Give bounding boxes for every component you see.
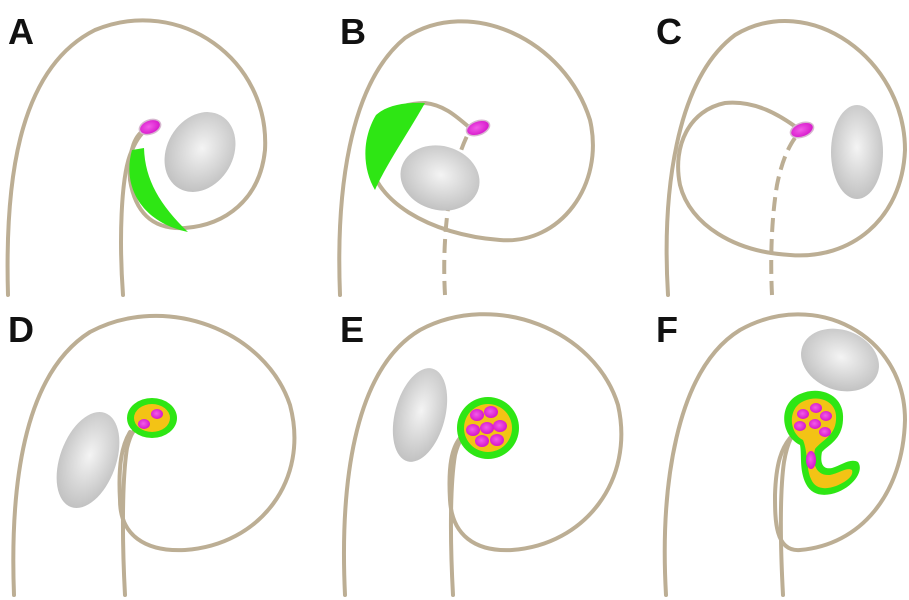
magenta-nucleus: [490, 434, 504, 446]
stalk-outline: [123, 432, 133, 595]
magenta-nucleus: [475, 435, 489, 447]
magenta-nucleus: [493, 420, 507, 432]
gray-ovule: [831, 105, 883, 199]
magenta-nucleus: [797, 409, 809, 419]
panel-e: [344, 314, 621, 595]
stalk-dashed: [771, 132, 800, 295]
body-with-tube: [784, 391, 860, 495]
magenta-nucleus: [820, 411, 832, 421]
magenta-nucleus: [464, 117, 491, 138]
gray-ovule: [792, 318, 888, 402]
round-body: [457, 397, 519, 459]
magenta-nucleus: [466, 424, 480, 436]
magenta-nucleus: [806, 451, 816, 469]
gray-ovule: [393, 137, 487, 220]
panel-f: [665, 314, 905, 595]
panel-label-e: E: [340, 312, 364, 348]
round-body: [127, 398, 177, 438]
stalk-outline: [781, 438, 791, 595]
magenta-nucleus: [794, 421, 806, 431]
magenta-nucleus: [484, 406, 498, 418]
magenta-nucleus: [809, 419, 821, 429]
panel-a: [8, 20, 266, 295]
stalk-outline: [451, 438, 462, 595]
magenta-nucleus: [138, 419, 150, 429]
panel-label-d: D: [8, 312, 34, 348]
magenta-nucleus: [480, 422, 494, 434]
panel-b: [339, 21, 593, 295]
panel-label-c: C: [656, 14, 682, 50]
magenta-nucleus: [810, 403, 822, 413]
gray-ovule: [383, 362, 456, 468]
magenta-nucleus: [151, 409, 163, 419]
hook-outline: [13, 316, 294, 595]
panel-label-f: F: [656, 312, 678, 348]
magenta-nucleus: [819, 427, 831, 437]
panel-d: [13, 316, 294, 595]
panel-c: [667, 21, 905, 295]
gray-ovule: [150, 99, 249, 205]
panel-label-a: A: [8, 14, 34, 50]
panel-label-b: B: [340, 14, 366, 50]
magenta-nucleus: [470, 409, 484, 421]
